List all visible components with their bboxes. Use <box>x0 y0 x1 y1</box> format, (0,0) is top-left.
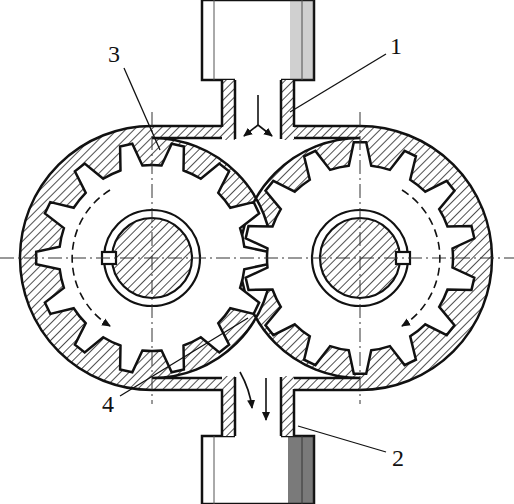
leader-lines <box>120 54 386 452</box>
callout-number: 1 <box>390 34 402 58</box>
callout-number: 2 <box>392 446 404 470</box>
callout-number: 4 <box>102 392 114 416</box>
callout-number: 3 <box>108 42 120 66</box>
